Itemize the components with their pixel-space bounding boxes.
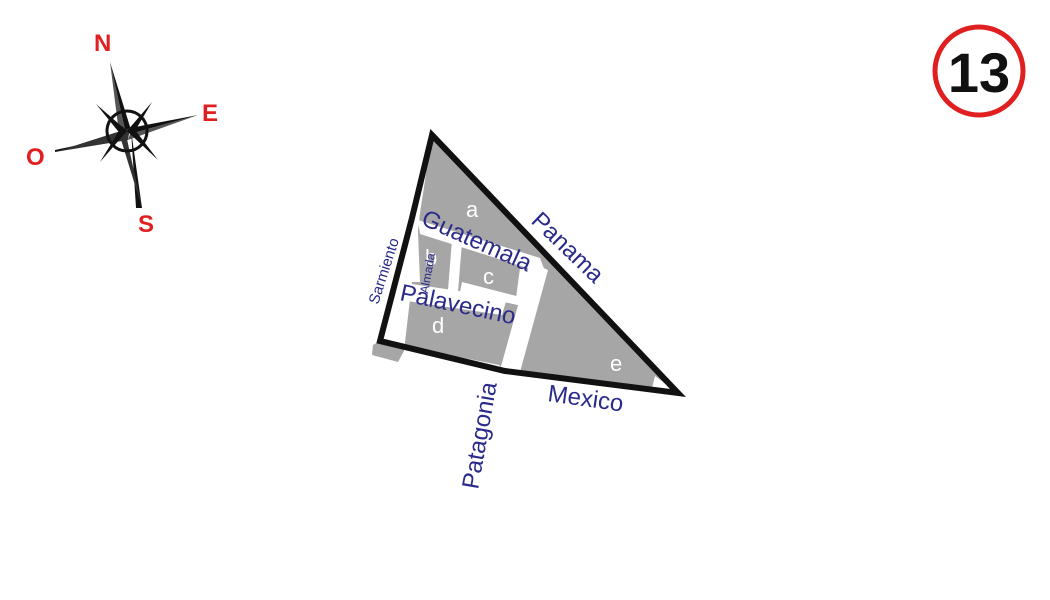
- compass-icon: [55, 62, 198, 208]
- lot-b-label: b: [425, 245, 437, 270]
- compass-rose: N E S O: [26, 30, 218, 238]
- compass-north-label: N: [94, 30, 111, 57]
- lot-d-label: d: [432, 313, 444, 338]
- compass-west-label: O: [26, 144, 45, 171]
- lot-a-label: a: [466, 197, 479, 222]
- lot-e-label: e: [610, 351, 622, 376]
- street-patagonia-label: Patagonia: [457, 379, 502, 491]
- compass-east-label: E: [202, 100, 218, 127]
- map-blocks: [372, 135, 678, 393]
- zone-outline: [376, 128, 686, 398]
- lot-c-label: c: [483, 264, 494, 289]
- badge-number: 13: [948, 41, 1010, 104]
- map-number-badge: 13: [932, 24, 1026, 118]
- compass-south-label: S: [138, 211, 154, 238]
